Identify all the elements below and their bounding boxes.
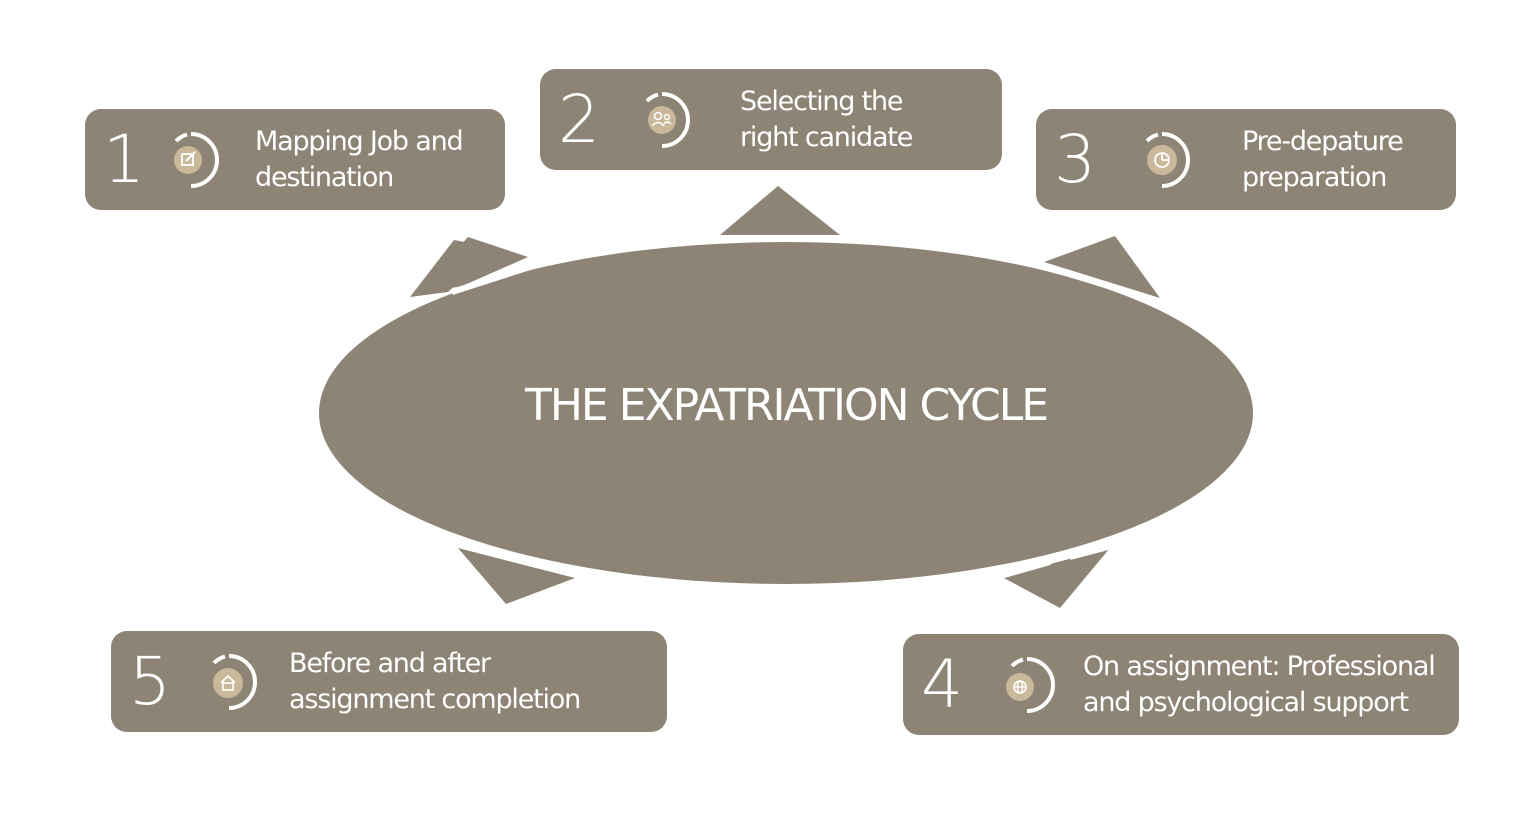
step-2-box: 2 Selecting the right canidate xyxy=(540,69,1002,170)
globe-icon xyxy=(993,651,1061,719)
step-5-box: 5 Before and after assignment completion xyxy=(111,631,667,732)
step-3-label: Pre-depature preparation xyxy=(1242,124,1404,196)
people-icon xyxy=(628,86,696,154)
step-number: 1 xyxy=(103,120,145,198)
step-label-line-2: destination xyxy=(255,161,394,193)
step-number: 2 xyxy=(558,80,600,158)
edit-icon xyxy=(157,126,225,194)
diagram-title: THE EXPATRIATION CYCLE xyxy=(524,380,1049,431)
step-label-line-2: preparation xyxy=(1242,161,1387,193)
step-3-box: 3 Pre-depature preparation xyxy=(1036,109,1456,210)
center-ellipse xyxy=(319,242,1253,584)
pie-chart-icon xyxy=(1128,126,1196,194)
step-label-line-2: right canidate xyxy=(740,121,913,153)
arrow-to-step-1 xyxy=(410,237,534,297)
step-label-line-1: Selecting the xyxy=(740,85,904,117)
step-label-line-1: Pre-depature xyxy=(1242,125,1404,157)
step-1-box: 1 Mapping Job and destination xyxy=(85,109,505,210)
step-4-box: 4 On assignment: Professional and psycho… xyxy=(903,634,1459,735)
arrow-to-step-3 xyxy=(1042,236,1160,298)
step-number: 3 xyxy=(1054,120,1096,198)
step-label-line-2: assignment completion xyxy=(289,683,581,715)
step-4-label: On assignment: Professional and psycholo… xyxy=(1083,649,1436,721)
step-label-line-1: Before and after xyxy=(289,647,491,679)
step-label-line-1: Mapping Job and xyxy=(255,125,464,157)
house-icon xyxy=(195,648,263,716)
step-1-label: Mapping Job and destination xyxy=(255,124,464,196)
step-number: 5 xyxy=(129,642,171,720)
arrow-to-step-5 xyxy=(450,540,581,604)
arrow-to-step-4 xyxy=(996,543,1113,608)
arrow-to-step-2 xyxy=(704,186,852,242)
step-label-line-1: On assignment: Professional xyxy=(1083,650,1436,682)
step-2-label: Selecting the right canidate xyxy=(740,84,913,156)
step-number: 4 xyxy=(921,645,963,723)
step-5-label: Before and after assignment completion xyxy=(289,646,581,718)
step-label-line-2: and psychological support xyxy=(1083,686,1409,718)
